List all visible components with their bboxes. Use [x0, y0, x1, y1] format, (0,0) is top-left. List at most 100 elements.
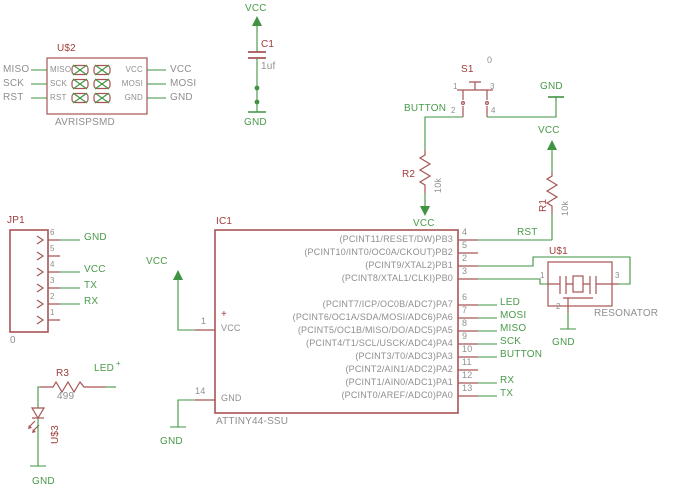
s1-value: 0 [487, 55, 493, 65]
ic1-pin1-num: 1 [201, 316, 207, 326]
isp-net-gnd: GND [170, 92, 193, 103]
s1-pin4: 4 [491, 106, 496, 115]
ic1-pin-name-pa0: (PCINT0/AREF/ADC0)PA0 [341, 390, 453, 400]
isp-value: AVRISPSMD [55, 117, 115, 128]
s1-pin3: 3 [490, 82, 495, 91]
s1-symbol [424, 81, 564, 150]
ic1-pin1-name: VCC [221, 323, 241, 333]
r1-symbol [478, 140, 559, 241]
ic1-pin14-num: 14 [195, 386, 206, 396]
isp-net-mosi: MOSI [170, 78, 197, 89]
jp1-value: 0 [10, 335, 16, 346]
resonator-symbol [547, 261, 619, 330]
ic1-pin-name-pa2: (PCINT2/AIN1/ADC2)PA2 [345, 364, 453, 374]
net-label-rx: RX [500, 375, 515, 386]
ic1-pin-name-pa4: (PCINT4/T1/SCL/USCK/ADC4)PA4 [306, 338, 453, 348]
ic1-pin-num-5: 5 [462, 240, 468, 250]
isp-connector-symbol [31, 57, 166, 115]
led-plus-sign: + [116, 359, 121, 368]
isp-net-vcc: VCC [170, 64, 192, 75]
s1-refdes: S1 [461, 64, 474, 75]
net-label-led: LED [500, 297, 521, 308]
ic1-pin-name-pb2: (PCINT10/INT0/OC0A/CKOUT)PB2 [304, 247, 453, 257]
r1-value: 10k [560, 200, 570, 216]
resonator-pin2: 2 [556, 302, 561, 311]
r2-refdes: R2 [402, 169, 416, 180]
ic1-pin-num-3: 3 [462, 266, 468, 276]
net-label-miso: MISO [500, 323, 527, 334]
net-label-rst: RST [517, 227, 538, 238]
jp1-pin-num-1: 1 [50, 308, 55, 317]
c1-symbol [248, 16, 266, 113]
ic1-pin14-name: GND [221, 393, 242, 403]
isp-net-miso: MISO [3, 64, 30, 75]
r3-value: 499 [57, 391, 75, 402]
r1-vcc-label: VCC [538, 125, 560, 136]
jp1-pin-num-5: 5 [50, 244, 55, 253]
ic1-pin-num-11: 11 [462, 357, 472, 367]
jp1-net-vcc: VCC [84, 264, 106, 275]
r2-symbol [418, 150, 432, 216]
r3-led-symbol [28, 380, 116, 467]
net-label-sck: SCK [500, 336, 522, 347]
isp-refdes: U$2 [57, 43, 76, 54]
resonator-pin3: 3 [615, 271, 620, 280]
isp-pin-sck: SCK [50, 79, 68, 88]
ic1-pin-num-4: 4 [462, 227, 468, 237]
jp1-pin-num-6: 6 [50, 228, 55, 237]
r2-value: 10k [433, 177, 443, 193]
c1-refdes: C1 [261, 39, 275, 50]
ic1-pin-num-9: 9 [462, 331, 468, 341]
ic1-pin-num-2: 2 [462, 253, 468, 263]
jp1-pin-num-4: 4 [50, 260, 55, 269]
isp-pin-rst: RST [50, 93, 67, 102]
resonator-pin1: 1 [540, 271, 545, 280]
jp1-pin-num-3: 3 [50, 276, 55, 285]
jp1-net-tx: TX [84, 280, 98, 291]
ic1-pin-name-pb1: (PCINT9/XTAL2)PB1 [365, 260, 453, 270]
ic1-refdes: IC1 [216, 216, 233, 227]
resonator-gnd-label: GND [552, 337, 575, 348]
ic1-value: ATTINY44-SSU [216, 416, 289, 427]
ic1-pin-num-12: 12 [462, 370, 473, 380]
led-gnd-label: GND [32, 476, 55, 487]
net-label-button: BUTTON [500, 349, 543, 360]
ic1-pin-num-7: 7 [462, 305, 468, 315]
ic1-pin-name-pa3: (PCINT3/T0/ADC3)PA3 [355, 351, 453, 361]
jp1-net-gnd: GND [84, 232, 107, 243]
ic1-pin-name-pa6: (PCINT6/OC1A/SDA/MOSI/ADC6)PA6 [292, 312, 453, 322]
ic1-pin-name-pa5: (PCINT5/OC1B/MISO/DO/ADC5)PA5 [297, 325, 453, 335]
isp-pin-miso: MISO [50, 65, 72, 74]
ic1-pin-num-13: 13 [462, 383, 473, 393]
jp1-symbol [9, 229, 80, 333]
ic1-pin-name-pb3: (PCINT11/RESET/DW)PB3 [339, 234, 453, 244]
isp-pin-vcc: VCC [125, 65, 143, 74]
led-refdes: U$3 [50, 425, 61, 444]
c1-vcc-label: VCC [245, 3, 267, 14]
s1-pin1: 1 [453, 82, 458, 91]
net-label-tx: TX [500, 388, 514, 399]
isp-pin-gnd: GND [124, 93, 143, 102]
jp1-refdes: JP1 [7, 215, 25, 226]
c1-gnd-label: GND [244, 117, 267, 128]
s1-pin2: 2 [451, 106, 456, 115]
ic1-pin-num-8: 8 [462, 318, 468, 328]
ic1-pin-name-pb0: (PCINT8/XTAL1/CLKI)PB0 [341, 273, 453, 283]
ic1-vcc-net-label: VCC [146, 256, 168, 267]
r1-refdes: R1 [538, 198, 549, 212]
net-label-button-wire: BUTTON [404, 103, 447, 114]
ic1-plus-sign: + [221, 309, 228, 320]
r2-vcc-label: VCC [413, 218, 435, 229]
ic1-gnd-net-label: GND [160, 436, 183, 447]
ic1-pin-name-pa1: (PCINT1/AIN0/ADC1)PA1 [345, 377, 453, 387]
net-label-mosi: MOSI [500, 310, 527, 321]
ic1-pin-num-6: 6 [462, 292, 468, 302]
isp-pin-mosi: MOSI [121, 79, 143, 88]
resonator-refdes: U$1 [549, 246, 568, 257]
ic1-pin-name-pa7: (PCINT7/ICP/OC0B/ADC7)PA7 [322, 299, 453, 309]
ic1-pin-num-10: 10 [462, 344, 473, 354]
jp1-net-rx: RX [84, 296, 99, 307]
net-label-led-anode: LED [94, 363, 115, 374]
